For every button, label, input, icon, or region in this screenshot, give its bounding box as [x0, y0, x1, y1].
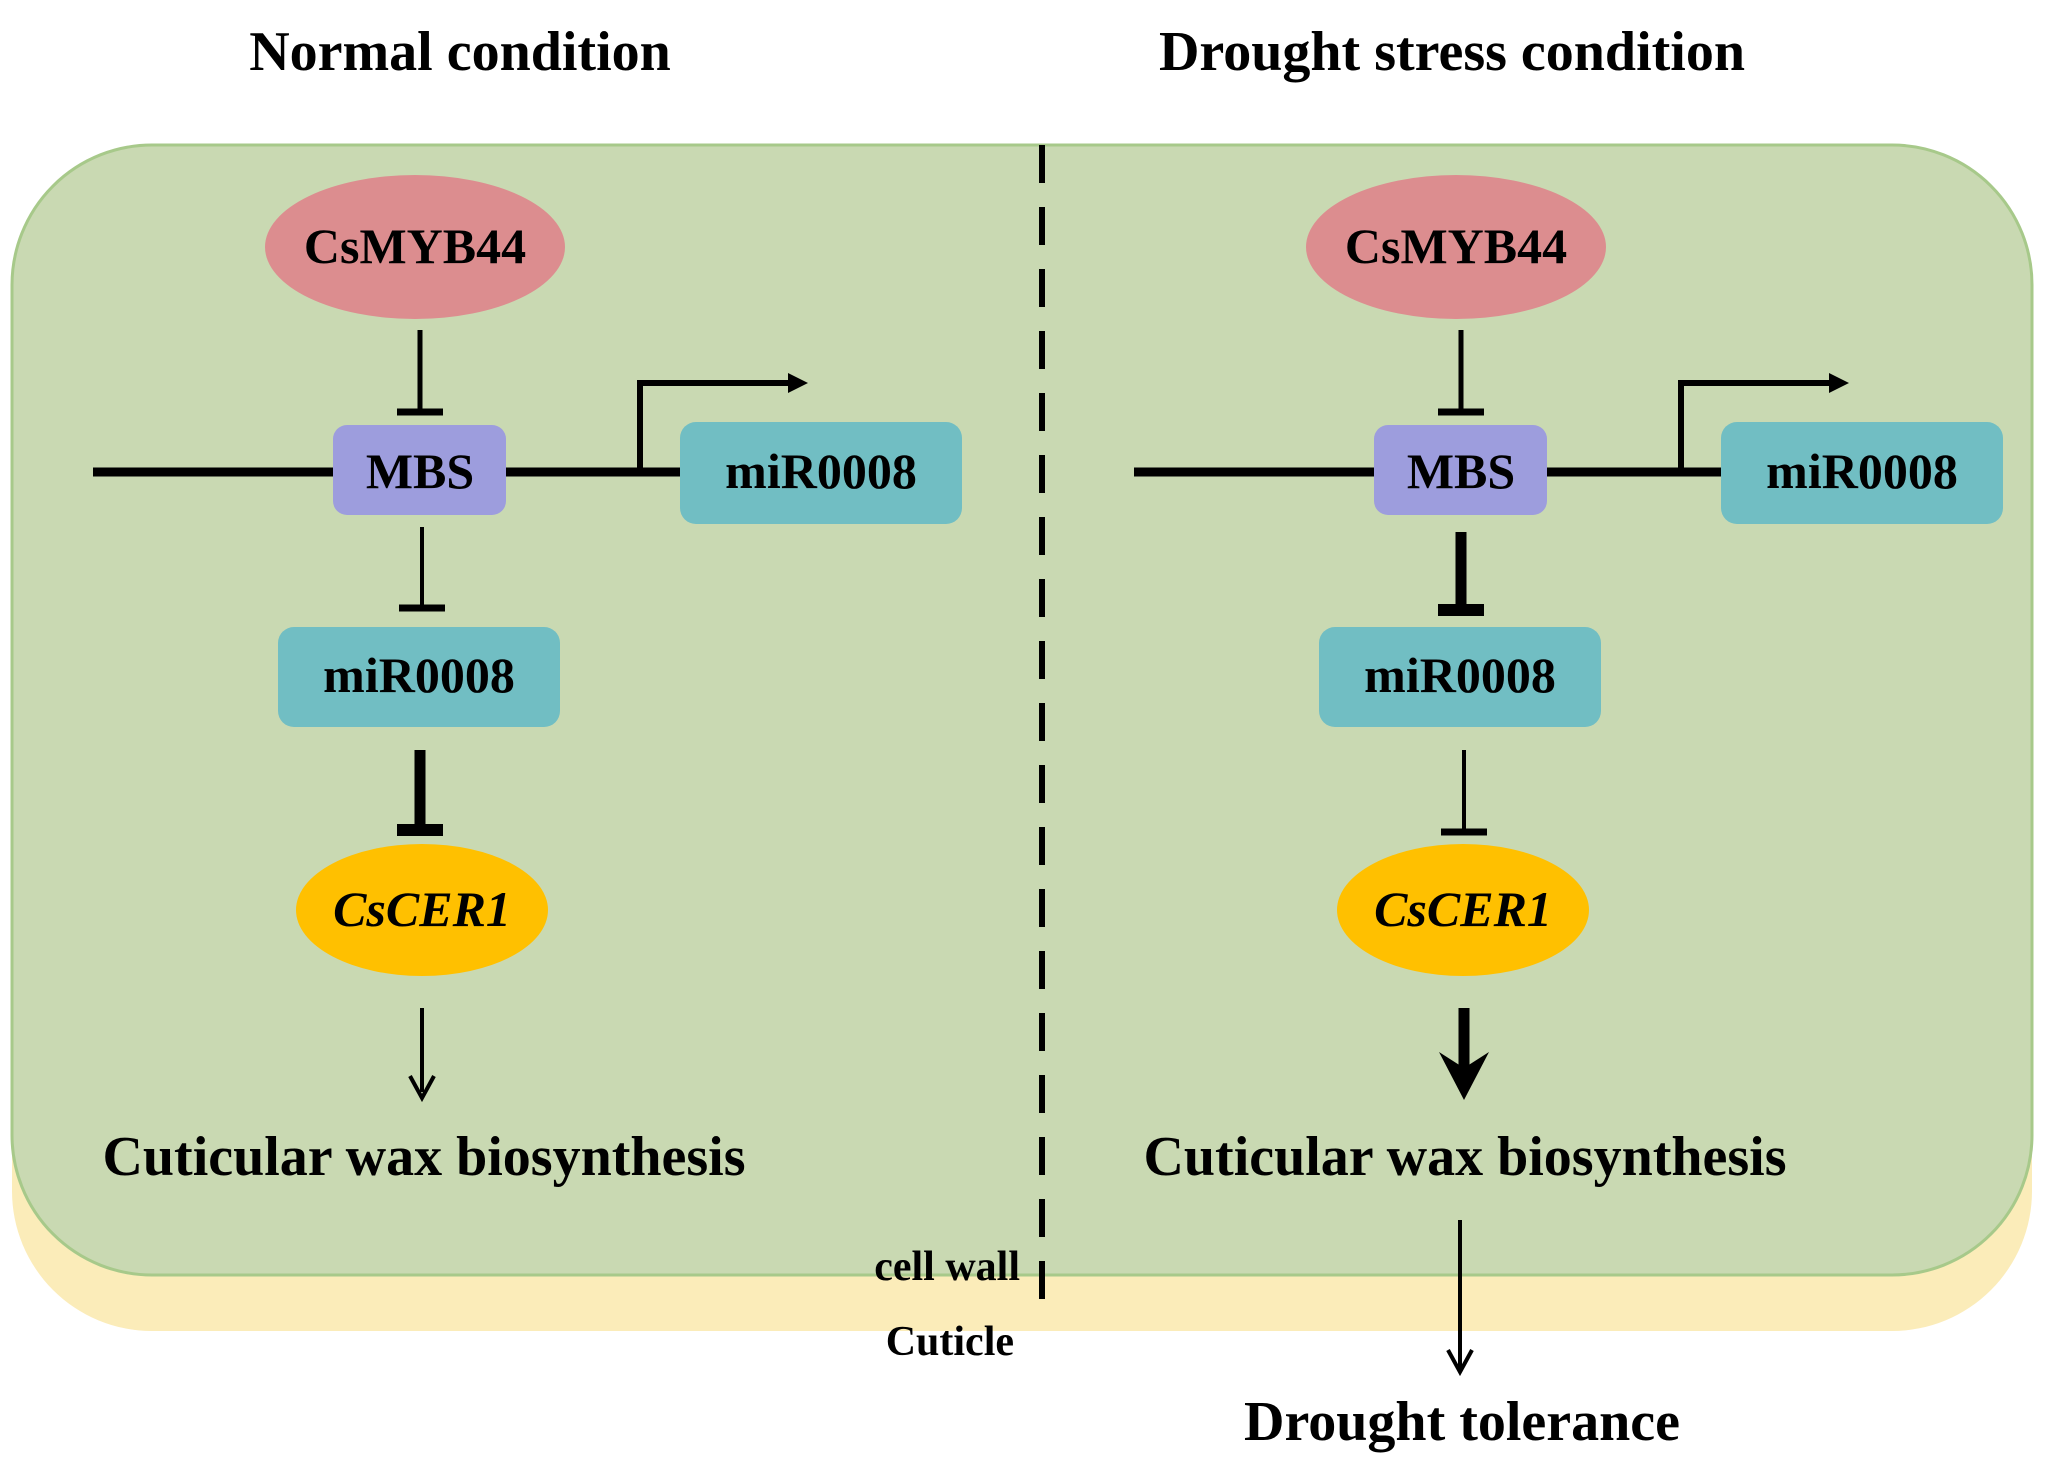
mir-product-box [278, 627, 560, 727]
mir-product-label: miR0008 [323, 647, 515, 703]
inhibition-csmyb44-mbs [397, 330, 443, 416]
output-label: Cuticular wax biosynthesis [1143, 1126, 1786, 1188]
title-drought: Drought stress condition [1159, 21, 1745, 83]
mir-product-box [1319, 627, 1601, 727]
inhibition-mir-cscer1 [397, 750, 443, 836]
mbs-label: MBS [366, 443, 474, 499]
cscer1-label: CsCER1 [1374, 881, 1552, 937]
cell-wall-label: cell wall [874, 1244, 1020, 1290]
csmyb44-label: CsMYB44 [1345, 218, 1567, 274]
mir-product-label: miR0008 [1364, 647, 1556, 703]
inhibition-mir-cscer1 [1441, 750, 1487, 836]
cuticle-label: Cuticle [886, 1319, 1014, 1365]
mir-gene-box [680, 422, 962, 524]
drought-tolerance-label: Drought tolerance [1244, 1391, 1680, 1453]
panel-drought: CsMYB44 MBS miR0008 miR0008 CsCER1 [1134, 175, 2003, 1188]
csmyb44-label: CsMYB44 [304, 218, 526, 274]
inhibition-csmyb44-mbs [1438, 330, 1484, 416]
mbs-element [333, 425, 506, 515]
cscer1-node [296, 844, 548, 976]
transcription-start-arrow [637, 373, 808, 472]
output-label: Cuticular wax biosynthesis [102, 1126, 745, 1188]
csmyb44-node [265, 175, 565, 319]
title-normal: Normal condition [249, 21, 671, 83]
activation-arrow-thick [1439, 1008, 1489, 1100]
mir-gene-label: miR0008 [725, 443, 917, 499]
inhibition-mbs-mir [1438, 532, 1484, 616]
mir-gene-box [1721, 422, 2003, 524]
mbs-element [1374, 425, 1547, 515]
activation-arrow-thin [408, 1008, 436, 1103]
mbs-label: MBS [1407, 443, 1515, 499]
transcription-start-arrow [1678, 373, 1849, 472]
panel-normal: CsMYB44 MBS miR0008 miR0008 C [93, 175, 962, 1188]
inhibition-mbs-mir [399, 527, 445, 612]
arrow-to-drought-tolerance [1446, 1220, 1474, 1377]
csmyb44-node [1306, 175, 1606, 319]
mir-gene-label: miR0008 [1766, 443, 1958, 499]
cscer1-label: CsCER1 [333, 881, 511, 937]
cscer1-node [1337, 844, 1589, 976]
